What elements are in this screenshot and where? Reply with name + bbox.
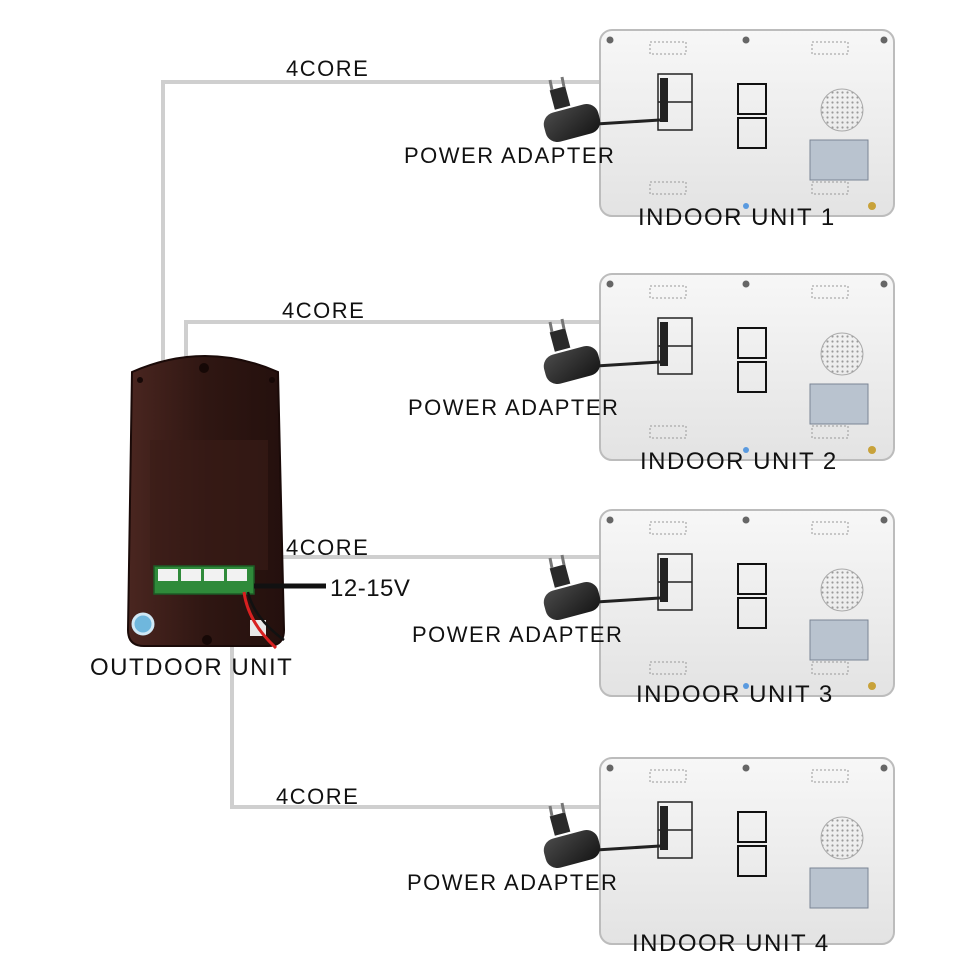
power-adapter-3 [543,554,661,621]
outdoor-unit-label: OUTDOOR UNIT [90,654,294,681]
power-adapter-1 [543,76,661,143]
cable-indoor-4 [230,585,660,809]
cable-label-2: 4CORE [282,298,366,323]
indoor-unit-3 [599,509,895,697]
power-adapter-label-2: POWER ADAPTER [408,395,620,420]
power-adapter-4 [543,802,661,869]
cable-label-1: 4CORE [286,56,370,81]
outdoor-unit [126,355,286,647]
power-adapter-label-3: POWER ADAPTER [412,622,624,647]
indoor-unit-1 [599,29,895,217]
power-adapter-label-4: POWER ADAPTER [407,870,619,895]
cable-label-4: 4CORE [276,784,360,809]
indoor-unit-4 [599,757,895,945]
cable-label-3: 4CORE [286,535,370,560]
power-adapter-label-1: POWER ADAPTER [404,143,616,168]
indoor-unit-label-1: INDOOR UNIT 1 [638,204,836,231]
qc-sticker-icon [131,612,155,636]
supply-voltage-label: 12-15V [330,575,411,602]
indoor-unit-2 [599,273,895,461]
indoor-unit-label-4: INDOOR UNIT 4 [632,930,830,957]
indoor-unit-label-3: INDOOR UNIT 3 [636,681,834,708]
indoor-unit-label-2: INDOOR UNIT 2 [640,448,838,475]
power-leads [242,583,326,650]
power-adapter-2 [543,318,661,385]
